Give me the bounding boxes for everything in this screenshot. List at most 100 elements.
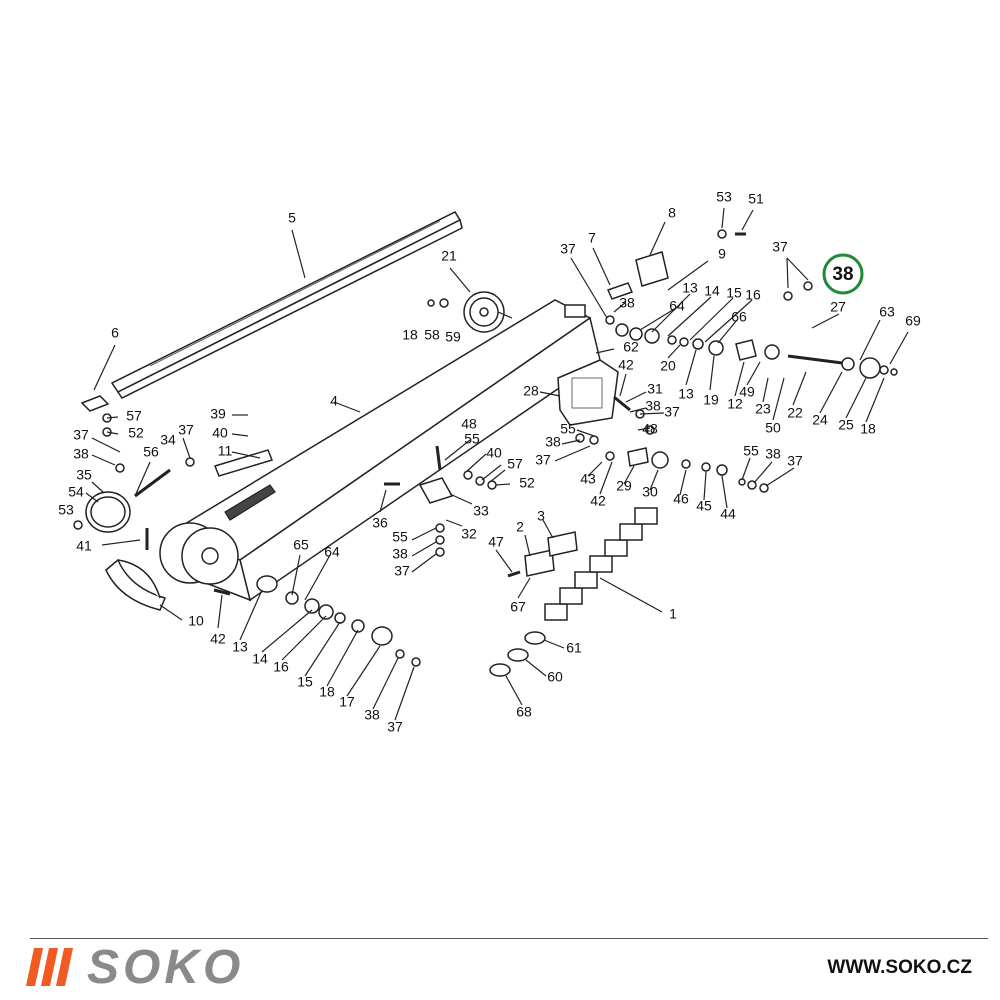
callout-label-10: 10 [188,613,204,629]
bearing-row-bottom [256,575,421,667]
callout-label-8: 8 [668,205,676,221]
plate-8 [635,251,669,287]
callout-label-52b: 52 [519,475,535,491]
callout-label-58: 58 [424,327,440,343]
callout-label-37d: 37 [394,563,410,579]
callout-label-52a: 52 [128,425,144,441]
callout-label-22: 22 [787,405,803,421]
callout-label-17: 17 [339,694,355,710]
brand-logo: SOKO [25,940,245,994]
callout-label-51: 51 [748,191,764,207]
shaft-22 [787,354,851,366]
plate-3 [547,531,578,557]
callout-label-24: 24 [812,412,828,428]
callout-label-65: 65 [293,537,309,553]
sprocket-63 [859,357,881,379]
bearing-row-top [615,323,780,361]
callout-label-37b: 37 [178,422,194,438]
callout-label-7: 7 [588,230,596,246]
callout-label-38d: 38 [619,295,635,311]
callout-label-20: 20 [660,358,676,374]
link-61 [524,631,546,645]
callout-label-40b: 40 [486,445,502,461]
callout-label-37e: 37 [560,241,576,257]
callout-label-56: 56 [143,444,159,460]
callout-label-27: 27 [830,299,846,315]
curved-plate-10 [105,558,167,611]
callout-label-16b: 16 [745,287,761,303]
callout-label-57a: 57 [126,408,142,424]
callout-label-39: 39 [210,406,226,422]
callout-label-25: 25 [838,417,854,433]
callout-label-64b: 64 [669,298,685,314]
callout-label-19: 19 [703,392,719,408]
callout-label-21: 21 [441,248,457,264]
callout-label-68: 68 [516,704,532,720]
washer-18-left [427,299,435,307]
clip-7 [606,282,634,300]
callout-label-33: 33 [473,503,489,519]
callout-label-54: 54 [68,484,84,500]
callout-label-28: 28 [523,383,539,399]
callout-label-55a: 55 [464,431,480,447]
link-68 [489,663,511,677]
callout-label-38a: 38 [73,446,89,462]
callout-label-69: 69 [905,313,921,329]
callout-label-55c: 55 [560,421,576,437]
callout-label-3: 3 [537,508,545,524]
callout-label-38b: 38 [364,707,380,723]
callout-label-34: 34 [160,432,176,448]
leader-lines [85,207,909,721]
bracket-6 [80,395,110,412]
callout-label-2: 2 [516,519,524,535]
callout-label-67: 67 [510,599,526,615]
callout-label-37g: 37 [664,404,680,420]
callout-label-60: 60 [547,669,563,685]
callout-label-4: 4 [330,393,338,409]
callout-label-18a: 18 [402,327,418,343]
wheel-21 [463,291,513,333]
callout-label-38c: 38 [392,546,408,562]
callout-label-47: 47 [488,534,504,550]
callout-label-42a: 42 [210,631,226,647]
callout-label-37i: 37 [787,453,803,469]
callout-label-62: 62 [623,339,639,355]
website-url: WWW.SOKO.CZ [827,957,972,978]
callout-label-32: 32 [461,526,477,542]
callout-label-15b: 15 [726,285,742,301]
gearbox-28 [557,359,619,426]
callout-label-49: 49 [739,384,755,400]
bearing-row-middle [605,447,769,493]
callout-label-46: 46 [673,491,689,507]
callout-label-14b: 14 [704,283,720,299]
callout-label-64a: 64 [324,544,340,560]
callout-label-38e: 38 [645,398,661,414]
callout-label-57b: 57 [507,456,523,472]
callout-label-5: 5 [288,210,296,226]
callout-label-37h: 37 [535,452,551,468]
callout-label-15a: 15 [297,674,313,690]
brand-name: SOKO [87,940,245,994]
callout-label-50: 50 [765,420,781,436]
callout-label-37f: 37 [772,239,788,255]
bracket-33 [418,477,454,504]
callout-label-44: 44 [720,506,736,522]
callout-label-35: 35 [76,467,92,483]
callout-label-53a: 53 [58,502,74,518]
rail-part [110,211,463,399]
callout-label-59: 59 [445,329,461,345]
callout-label-41: 41 [76,538,92,554]
callout-label-29: 29 [616,478,632,494]
plate-2 [524,549,555,577]
washer-58 [439,298,449,308]
callout-label-45: 45 [696,498,712,514]
callout-label-9: 9 [718,246,726,262]
callout-label-11: 11 [218,443,233,459]
main-beam-part [159,299,601,602]
exploded-parts-diagram: 38 5621185859457523738355453415634373940… [58,189,921,735]
footer-divider [30,938,988,939]
chain-assembly-1 [544,507,658,621]
callout-label-31: 31 [647,381,663,397]
callout-label-48b: 48 [642,421,658,437]
